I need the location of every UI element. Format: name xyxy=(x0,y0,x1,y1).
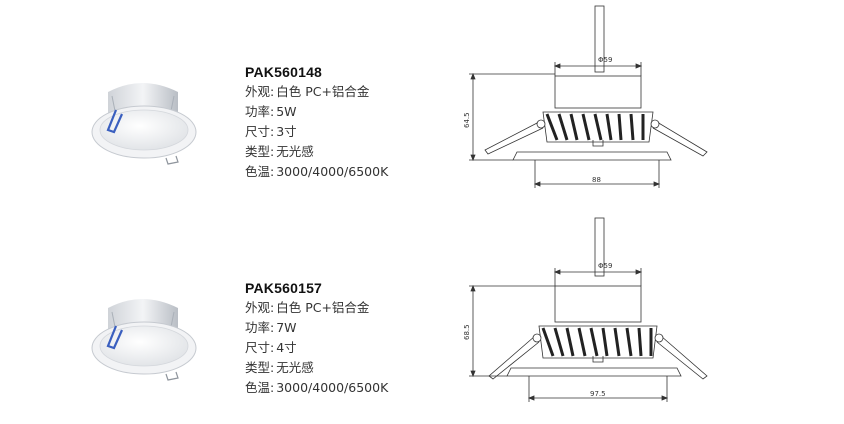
spec-type: 类型:无光感 xyxy=(245,142,445,162)
spec-value: 3000/4000/6500K xyxy=(276,380,389,395)
dim-height: 68.5 xyxy=(463,324,471,340)
model-number: PAK560157 xyxy=(245,280,323,296)
spec-label: 色温: xyxy=(245,380,275,395)
technical-drawing: Φ59 68.5 97.5 xyxy=(455,216,745,424)
spec-color-temp: 色温:3000/4000/6500K xyxy=(245,162,445,182)
spec-power: 功率:5W xyxy=(245,102,445,122)
model-number: PAK560148 xyxy=(245,64,323,80)
product-card: PAK560157 外观:白色 PC+铝合金 功率:7W 尺寸:4寸 类型:无光… xyxy=(0,216,844,424)
dim-height: 64.5 xyxy=(463,112,471,128)
spec-value: 5W xyxy=(276,104,297,119)
spec-label: 外观: xyxy=(245,84,275,99)
spec-value: 7W xyxy=(276,320,297,335)
spec-label: 外观: xyxy=(245,300,275,315)
dim-top-diameter: Φ59 xyxy=(598,56,612,64)
spec-value: 白色 PC+铝合金 xyxy=(276,300,370,315)
downlight-photo xyxy=(86,286,206,386)
dim-width: 88 xyxy=(592,176,601,184)
spec-label: 类型: xyxy=(245,144,275,159)
spec-power: 功率:7W xyxy=(245,318,445,338)
spec-block: PAK560148 外观:白色 PC+铝合金 功率:5W 尺寸:3寸 类型:无光… xyxy=(245,62,445,182)
spec-type: 类型:无光感 xyxy=(245,358,445,378)
spec-color-temp: 色温:3000/4000/6500K xyxy=(245,378,445,398)
spec-label: 类型: xyxy=(245,360,275,375)
spec-value: 无光感 xyxy=(276,360,314,375)
spec-label: 尺寸: xyxy=(245,124,275,139)
spec-block: PAK560157 外观:白色 PC+铝合金 功率:7W 尺寸:4寸 类型:无光… xyxy=(245,278,445,398)
spec-label: 功率: xyxy=(245,320,275,335)
spec-value: 白色 PC+铝合金 xyxy=(276,84,370,99)
spec-value: 3000/4000/6500K xyxy=(276,164,389,179)
dim-top-diameter: Φ59 xyxy=(598,262,612,270)
spec-value: 无光感 xyxy=(276,144,314,159)
spec-value: 3寸 xyxy=(276,124,297,139)
spec-label: 尺寸: xyxy=(245,340,275,355)
spec-appearance: 外观:白色 PC+铝合金 xyxy=(245,82,445,102)
technical-drawing: Φ59 64.5 88 xyxy=(455,0,745,208)
dim-width: 97.5 xyxy=(590,390,606,398)
spec-size: 尺寸:3寸 xyxy=(245,122,445,142)
downlight-photo xyxy=(86,70,206,170)
product-card: PAK560148 外观:白色 PC+铝合金 功率:5W 尺寸:3寸 类型:无光… xyxy=(0,0,844,208)
spec-appearance: 外观:白色 PC+铝合金 xyxy=(245,298,445,318)
spec-label: 功率: xyxy=(245,104,275,119)
spec-value: 4寸 xyxy=(276,340,297,355)
spec-label: 色温: xyxy=(245,164,275,179)
spec-size: 尺寸:4寸 xyxy=(245,338,445,358)
